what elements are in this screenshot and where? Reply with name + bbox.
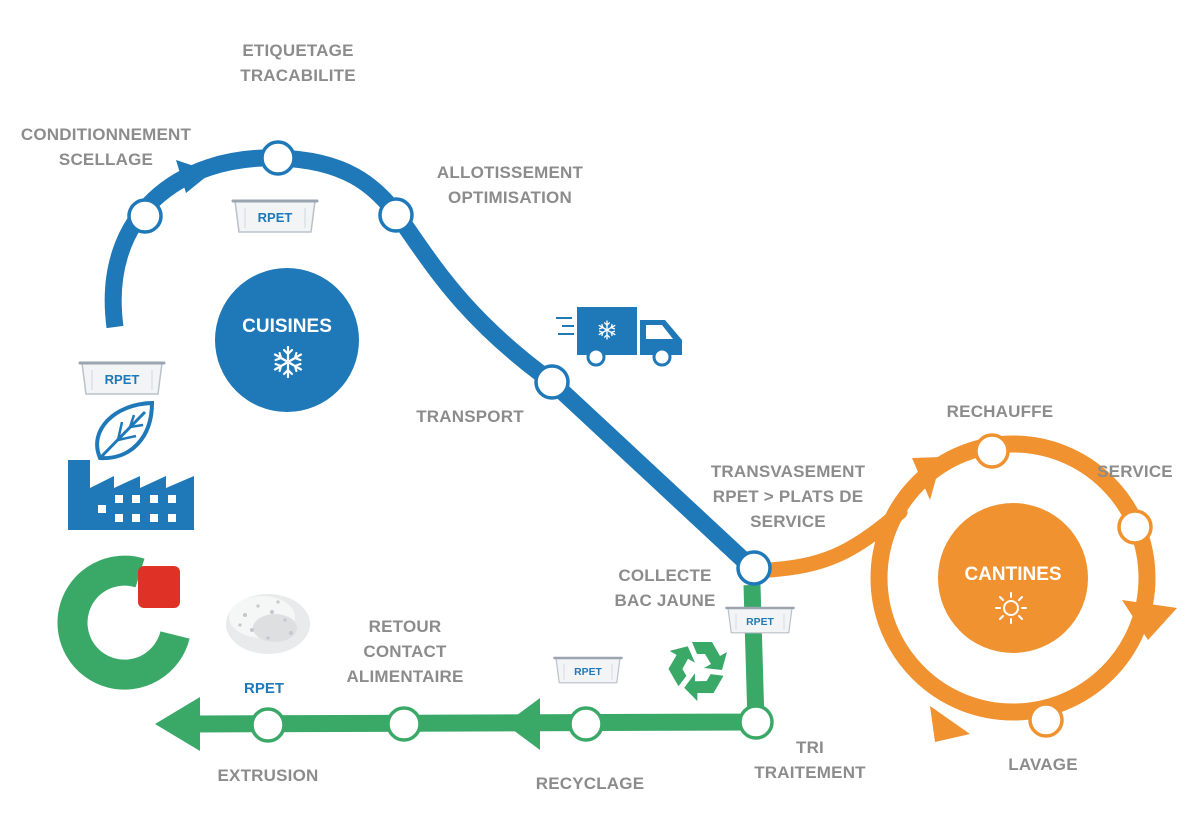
tray-recyclage: RPET — [553, 656, 623, 684]
label-service: SERVICE — [1097, 462, 1173, 481]
cantines-hub — [938, 503, 1088, 653]
node-retour — [386, 706, 422, 742]
recycle-icon — [660, 641, 727, 707]
step-nodes — [127, 140, 1153, 743]
node-etiquetage — [260, 140, 296, 176]
svg-text:RPET: RPET — [574, 667, 602, 678]
node-lavage — [1028, 702, 1064, 738]
label-recyclage: RECYCLAGE — [535, 774, 645, 793]
tray-top: RPET — [231, 199, 319, 234]
green-arrow-mid-icon — [505, 698, 540, 750]
blue-arrow-icon — [176, 160, 212, 193]
orange-path — [762, 435, 1177, 742]
label-extrusion: EXTRUSION — [217, 766, 319, 785]
node-transport — [534, 364, 570, 400]
orange-arrow-bottom-icon — [930, 706, 970, 742]
cuisines-hub — [215, 268, 359, 412]
node-recyclage — [568, 706, 604, 742]
factory-icon — [68, 460, 194, 530]
orange-arrow-right-icon — [1122, 600, 1177, 640]
node-allotissement — [378, 197, 414, 233]
label-transport: TRANSPORT — [416, 407, 524, 426]
truck-icon — [556, 307, 682, 367]
svg-text:RPET: RPET — [746, 617, 774, 628]
cuisines-hub-title: CUISINES — [242, 316, 332, 337]
node-tri — [738, 704, 774, 740]
pellets-icon — [226, 594, 310, 654]
leaf-icon — [95, 400, 155, 461]
sun-icon — [995, 592, 1027, 624]
tray-collecte: RPET — [725, 606, 795, 634]
svg-text:RPET: RPET — [105, 372, 140, 387]
node-extrusion — [250, 707, 286, 743]
logo-mark — [57, 555, 190, 690]
pellets-rpet-label: RPET — [244, 680, 285, 697]
tray-left: RPET — [78, 361, 166, 396]
node-conditionnement — [127, 198, 163, 234]
node-service — [1117, 509, 1153, 545]
node-rechauffe — [974, 433, 1010, 469]
label-lavage: LAVAGE — [1008, 755, 1078, 774]
orange-arrow-top-icon — [912, 457, 942, 500]
node-transvasement — [736, 550, 772, 586]
label-rechauffe: RECHAUFFE — [946, 402, 1054, 421]
cantines-hub-title: CANTINES — [964, 564, 1062, 585]
svg-text:RPET: RPET — [258, 210, 293, 225]
green-arrow-left-icon — [155, 697, 200, 751]
